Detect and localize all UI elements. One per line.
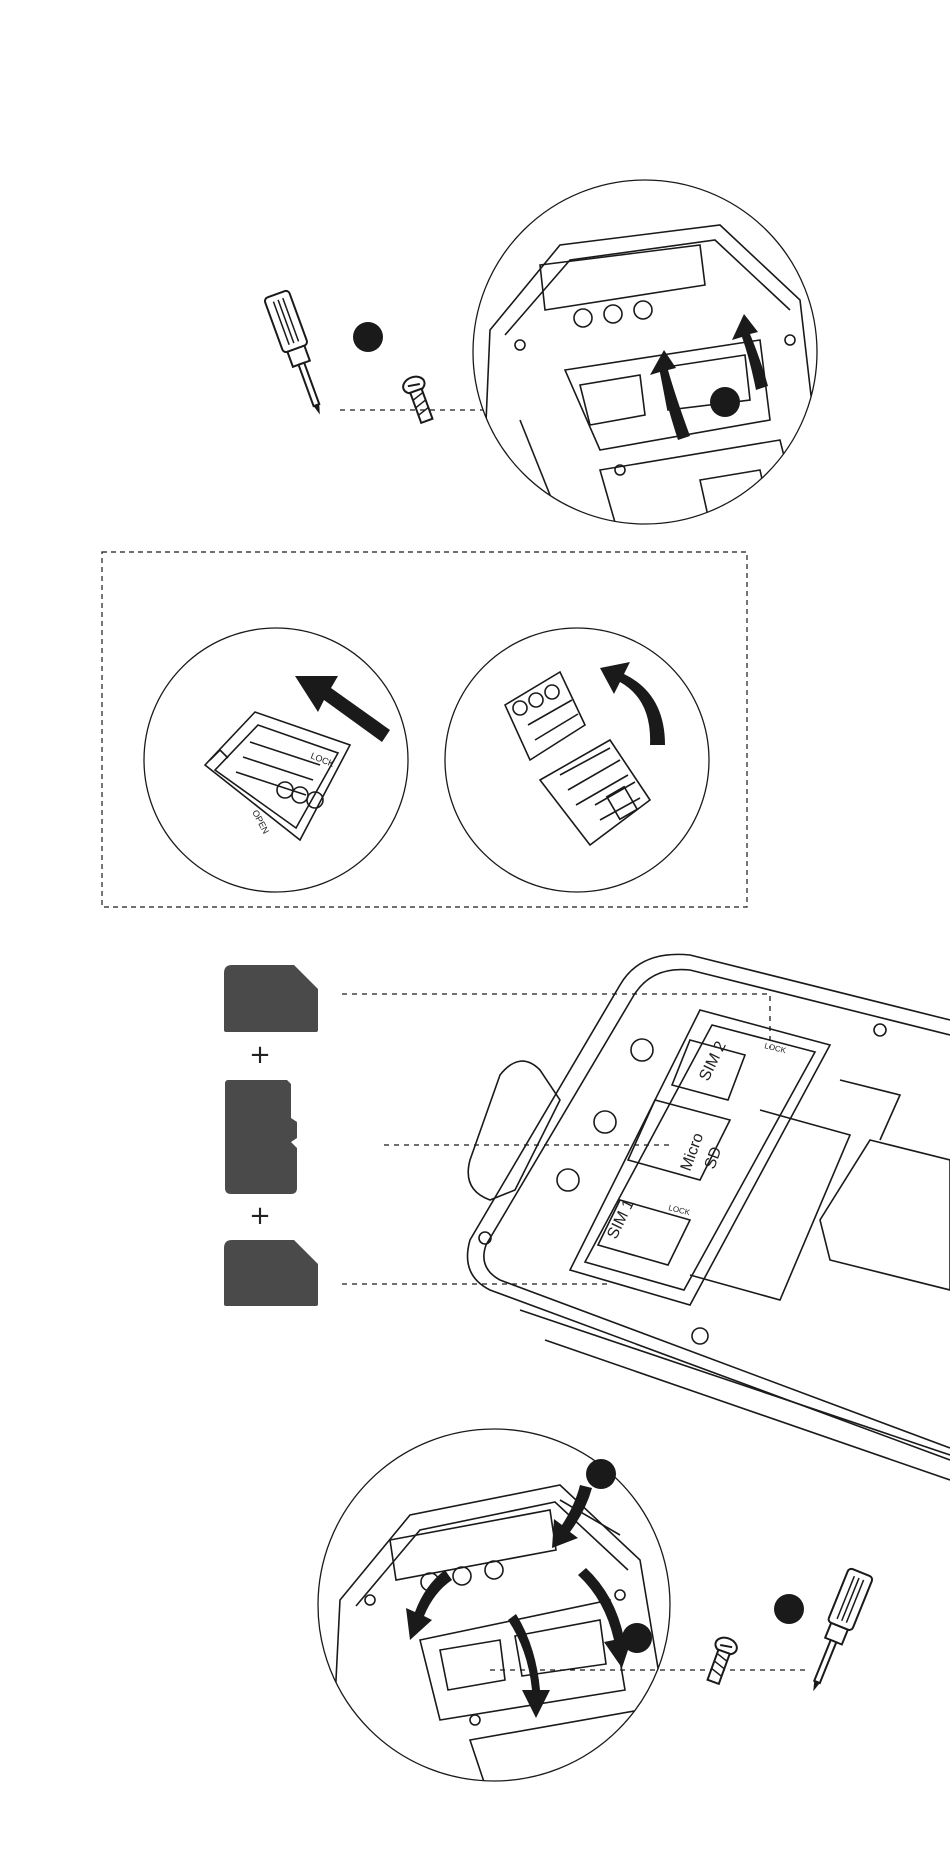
screw-icon <box>401 374 437 425</box>
guide-line <box>342 994 770 1048</box>
step-close-cover <box>318 1429 873 1800</box>
step-dot-icon <box>774 1594 804 1624</box>
step-open-holder: LOCK OPEN <box>102 552 747 907</box>
microsd-card-icon <box>225 1080 297 1194</box>
step-dot-icon <box>353 322 383 352</box>
step-dot-icon <box>710 387 740 417</box>
plus-sign: + <box>249 1040 271 1070</box>
step-insert-cards: + + SIM 2 LOCK <box>224 954 950 1480</box>
step-dot-icon <box>622 1623 652 1653</box>
screw-icon <box>703 1635 739 1686</box>
screwdriver-icon <box>801 1568 873 1696</box>
step-remove-cover <box>264 180 830 560</box>
micro-slot-label: Micro <box>678 1131 707 1174</box>
screwdriver-icon <box>264 290 332 419</box>
step-dot-icon <box>586 1459 616 1489</box>
plus-sign: + <box>249 1201 271 1231</box>
phone-back <box>468 954 950 1480</box>
zoom-circle-slide: LOCK OPEN <box>144 628 408 892</box>
zoom-circle-flip <box>445 628 709 892</box>
zoom-circle-close <box>318 1429 680 1800</box>
zoom-circle-cover <box>473 180 830 560</box>
sim-card-icon <box>224 1240 318 1306</box>
sd-slot-label: SD <box>702 1145 726 1172</box>
sim-card-icon <box>224 965 318 1032</box>
sim1-slot-label: SIM 1 <box>604 1197 638 1242</box>
